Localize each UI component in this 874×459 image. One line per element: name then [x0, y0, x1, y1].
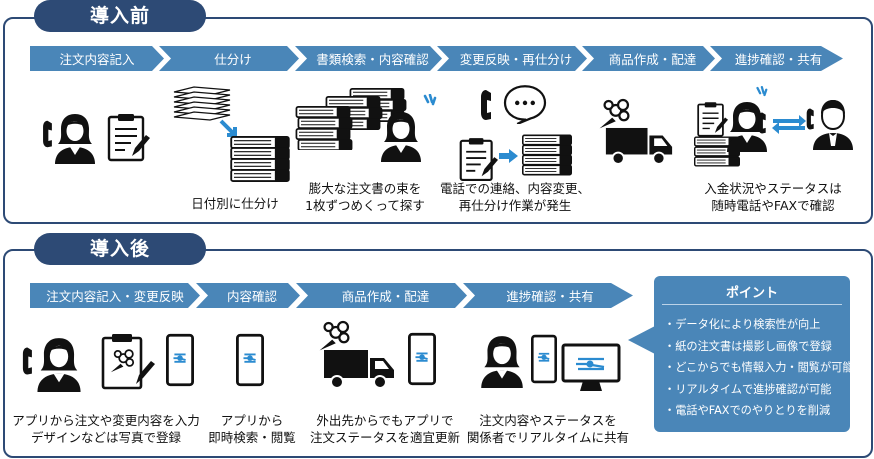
- exchange-arrows-icon: [772, 115, 806, 134]
- caption-line: 注文ステータスを適宜更新: [309, 430, 460, 445]
- photo-form-icon: [101, 334, 155, 390]
- before-caption-3: 膨大な注文書の束を 1枚ずつめくって探す: [290, 180, 440, 214]
- smartphone-icon: [166, 333, 194, 387]
- delivery-truck-icon: [604, 124, 674, 166]
- caption-line: アプリから: [220, 413, 284, 428]
- caption-line: 外出先からでもアプリで: [316, 413, 454, 428]
- order-form-icon: [106, 112, 150, 162]
- after-caption-1: アプリから注文や変更内容を入力 デザインなどは写真で登録: [6, 412, 206, 446]
- before-step-6: 進捗確認・共有: [710, 46, 843, 71]
- points-divider: [662, 304, 842, 305]
- caption-line: 注文内容やステータスを: [479, 413, 617, 428]
- points-item: ・どこからでも情報入力・閲覧が可能: [664, 361, 854, 375]
- after-step-3: 商品作成・配達: [296, 283, 467, 308]
- order-form-icon: [458, 136, 498, 182]
- points-item: ・紙の注文書は撮影し画像で登録: [664, 339, 832, 353]
- after-step-1: 注文内容記入・変更反映: [30, 283, 200, 308]
- before-caption-2: 日付別に仕分け: [180, 195, 290, 212]
- speech-bubble-icon: [502, 84, 548, 124]
- after-caption-4: 注文内容やステータスを 関係者でリアルタイムに共有: [462, 412, 634, 446]
- after-caption-3: 外出先からでもアプリで 注文ステータスを適宜更新: [304, 412, 466, 446]
- before-step-4: 変更反映・再仕分け: [437, 46, 587, 71]
- operator-person-icon: [34, 336, 84, 392]
- caption-line: デザインなどは写真で登録: [30, 430, 181, 445]
- before-step-5: 商品作成・配達: [582, 46, 715, 71]
- caption-line: 再仕分け作業が発生: [458, 198, 572, 213]
- before-tag: 導入前: [34, 0, 206, 32]
- points-item: ・電話やFAXでのやりとりを削減: [664, 404, 831, 418]
- caption-line: 関係者でリアルタイムに共有: [466, 430, 630, 445]
- points-pointer: [628, 326, 655, 354]
- points-item: ・リアルタイムで進捗確認が可能: [664, 382, 832, 396]
- before-caption-6: 入金状況やステータスは 随時電話やFAXで確認: [698, 180, 848, 214]
- before-step-3: 書類検索・内容確認: [295, 46, 442, 71]
- before-step-2: 仕分け: [159, 46, 299, 71]
- delivery-truck-icon: [322, 346, 396, 390]
- caption-line: アプリから注文や変更内容を入力: [12, 413, 200, 428]
- after-tag: 導入後: [34, 233, 206, 265]
- after-step-4: 進捗確認・共有: [463, 283, 633, 308]
- points-box: ポイント ・データ化により検索性が向上 ・紙の注文書は撮影し画像で登録 ・どこか…: [654, 276, 854, 432]
- caption-line: 日付別に仕分け: [191, 196, 279, 211]
- smartphone-icon: [531, 333, 557, 385]
- sorted-books-icon: [230, 136, 290, 182]
- before-step-1: 注文内容記入: [30, 46, 164, 71]
- sweat-icon: [421, 94, 437, 114]
- arrow-icon: [219, 119, 237, 137]
- books-icon: [522, 134, 572, 176]
- smartphone-icon: [408, 332, 436, 386]
- points-item: ・データ化により検索性が向上: [664, 318, 821, 331]
- caption-line: 1枚ずつめくって探す: [305, 198, 425, 213]
- after-caption-2: アプリから 即時検索・閲覧: [204, 412, 300, 446]
- points-list: ・データ化により検索性が向上 ・紙の注文書は撮影し画像で登録 ・どこからでも情報…: [664, 314, 854, 422]
- phone-icon: [758, 110, 772, 136]
- sweat-icon: [754, 86, 768, 104]
- caption-line: 随時電話やFAXで確認: [711, 198, 835, 213]
- after-step-2: 内容確認: [196, 283, 300, 308]
- stressed-person-icon: [378, 110, 424, 162]
- before-caption-4: 電話での連絡、内容変更、 再仕分け作業が発生: [440, 180, 590, 214]
- operator-person-icon: [52, 112, 98, 164]
- caption-line: 入金状況やステータスは: [704, 181, 842, 196]
- smartphone-icon: [236, 333, 264, 387]
- points-title: ポイント: [725, 286, 778, 301]
- monitor-icon: [561, 343, 621, 393]
- caption-line: 電話での連絡、内容変更、: [440, 181, 591, 196]
- staff-person-icon: [478, 334, 526, 388]
- caption-line: 即時検索・閲覧: [208, 430, 296, 445]
- caption-line: 膨大な注文書の束を: [308, 181, 422, 196]
- arrow-right-icon: [499, 149, 518, 163]
- phone-icon: [480, 88, 500, 122]
- contact-person-icon: [810, 98, 856, 150]
